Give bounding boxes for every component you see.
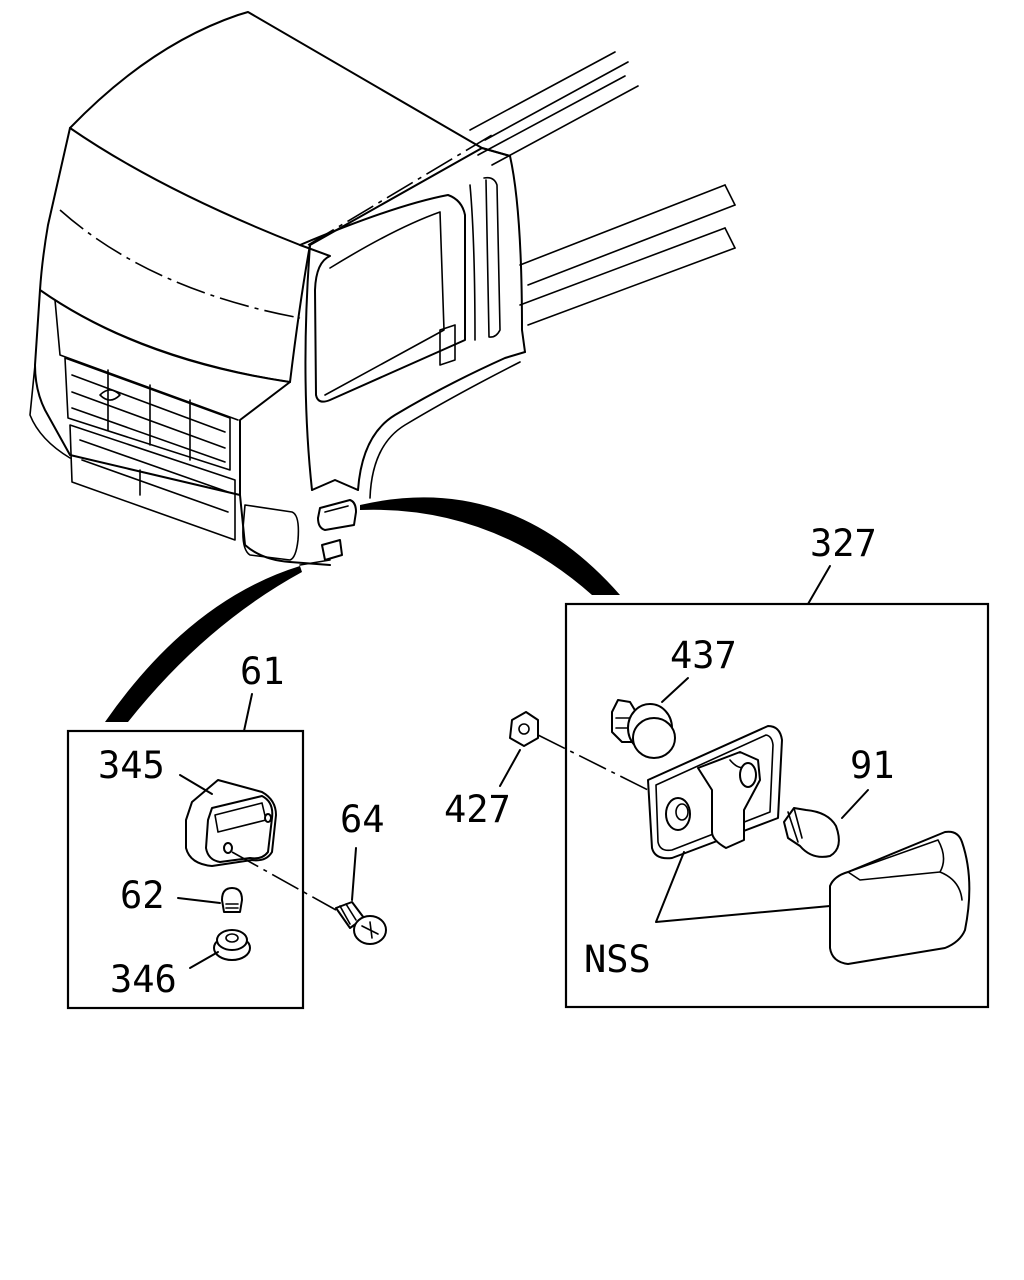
label-64: 64 — [340, 798, 385, 841]
label-327: 327 — [810, 522, 877, 565]
callout-arrow-right — [360, 497, 620, 595]
screw-64 — [231, 847, 387, 945]
label-437: 437 — [670, 634, 737, 677]
bulb-91 — [783, 789, 869, 858]
label-61: 61 — [240, 650, 285, 693]
label-427: 427 — [444, 788, 511, 831]
lamp-base-gasket — [647, 725, 783, 860]
label-346: 346 — [110, 958, 177, 1001]
label-NSS: NSS — [584, 938, 651, 981]
nut-427 — [499, 711, 649, 791]
callout-arrow-left — [105, 566, 302, 722]
label-62: 62 — [120, 874, 165, 917]
truck-cab — [29, 11, 736, 566]
socket-346 — [189, 929, 251, 969]
assembly-box-61 — [66, 693, 305, 1010]
bulb-62 — [177, 887, 243, 913]
lamp-345 — [179, 774, 277, 867]
socket-437 — [611, 677, 689, 759]
nss-leader — [655, 851, 831, 923]
label-91: 91 — [850, 744, 895, 787]
assembly-box-327 — [564, 565, 990, 1009]
label-345: 345 — [98, 744, 165, 787]
lamp-lens — [829, 830, 971, 965]
